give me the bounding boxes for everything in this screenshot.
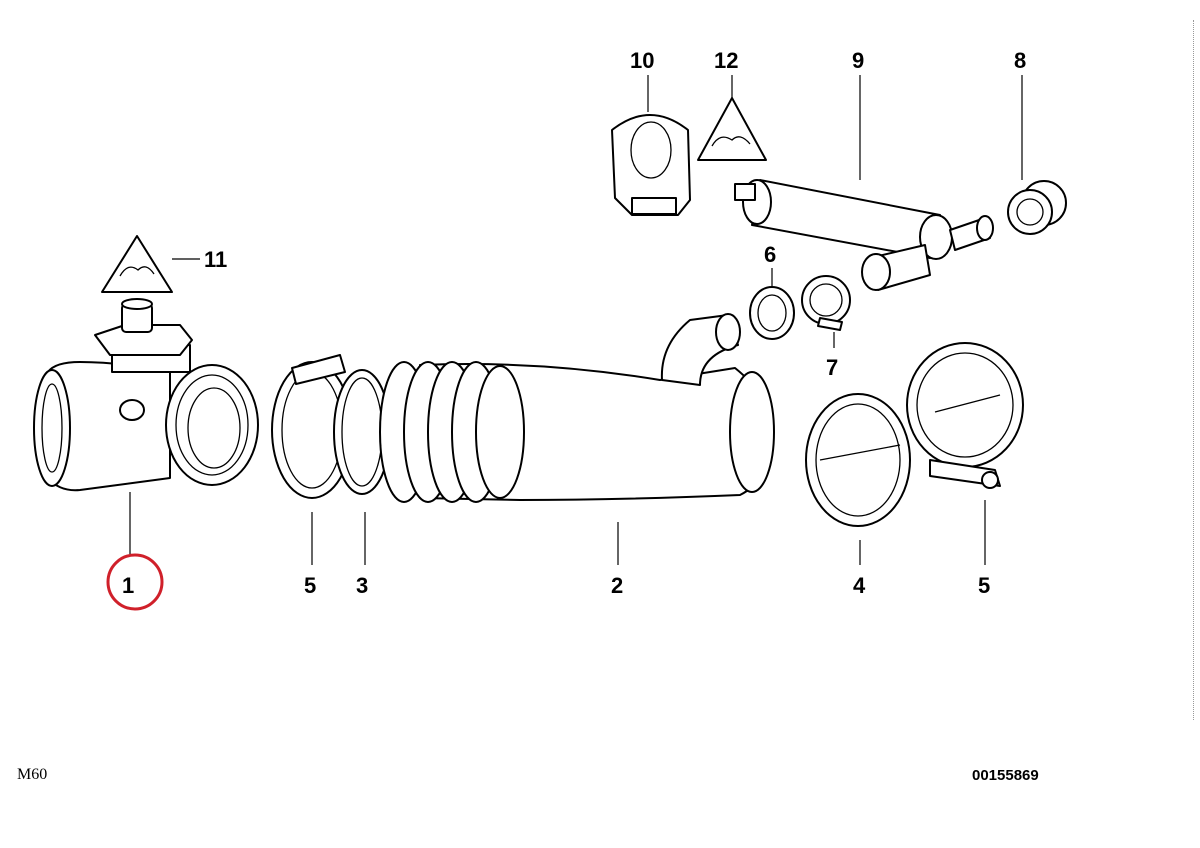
diagram-number: 00155869 xyxy=(972,767,1039,784)
callout-4: 4 xyxy=(853,573,866,598)
part-8-sleeve[interactable] xyxy=(1007,180,1067,235)
callout-8: 8 xyxy=(1014,48,1026,73)
callout-5-left: 5 xyxy=(304,573,316,598)
callout-6: 6 xyxy=(764,242,776,267)
callout-3: 3 xyxy=(356,573,368,598)
warning-icon-11 xyxy=(101,235,173,293)
part-6-small-ring[interactable] xyxy=(749,286,795,340)
part-4-large-ring[interactable] xyxy=(805,393,911,527)
callout-2: 2 xyxy=(611,573,623,598)
part-5-hose-clamp-right[interactable] xyxy=(906,342,1024,489)
part-7-small-clamp[interactable] xyxy=(801,275,851,331)
callout-5-right: 5 xyxy=(978,573,990,598)
callout-9: 9 xyxy=(852,48,864,73)
callout-12: 12 xyxy=(714,48,738,73)
warning-icon-12 xyxy=(697,97,767,161)
callout-7: 7 xyxy=(826,355,838,380)
model-code: M60 xyxy=(17,766,48,783)
part-1-air-mass-meter[interactable] xyxy=(33,298,259,492)
leader-lines xyxy=(129,75,1023,565)
callout-11: 11 xyxy=(204,247,227,272)
page-edge-divider xyxy=(1193,20,1194,720)
highlight-circle xyxy=(106,553,164,611)
part-9-idle-valve[interactable] xyxy=(734,179,994,291)
part-10-bracket[interactable] xyxy=(611,114,691,216)
part-2-intake-boot[interactable] xyxy=(379,313,775,503)
callout-1: 1 xyxy=(122,573,134,598)
callout-10: 10 xyxy=(630,48,654,73)
